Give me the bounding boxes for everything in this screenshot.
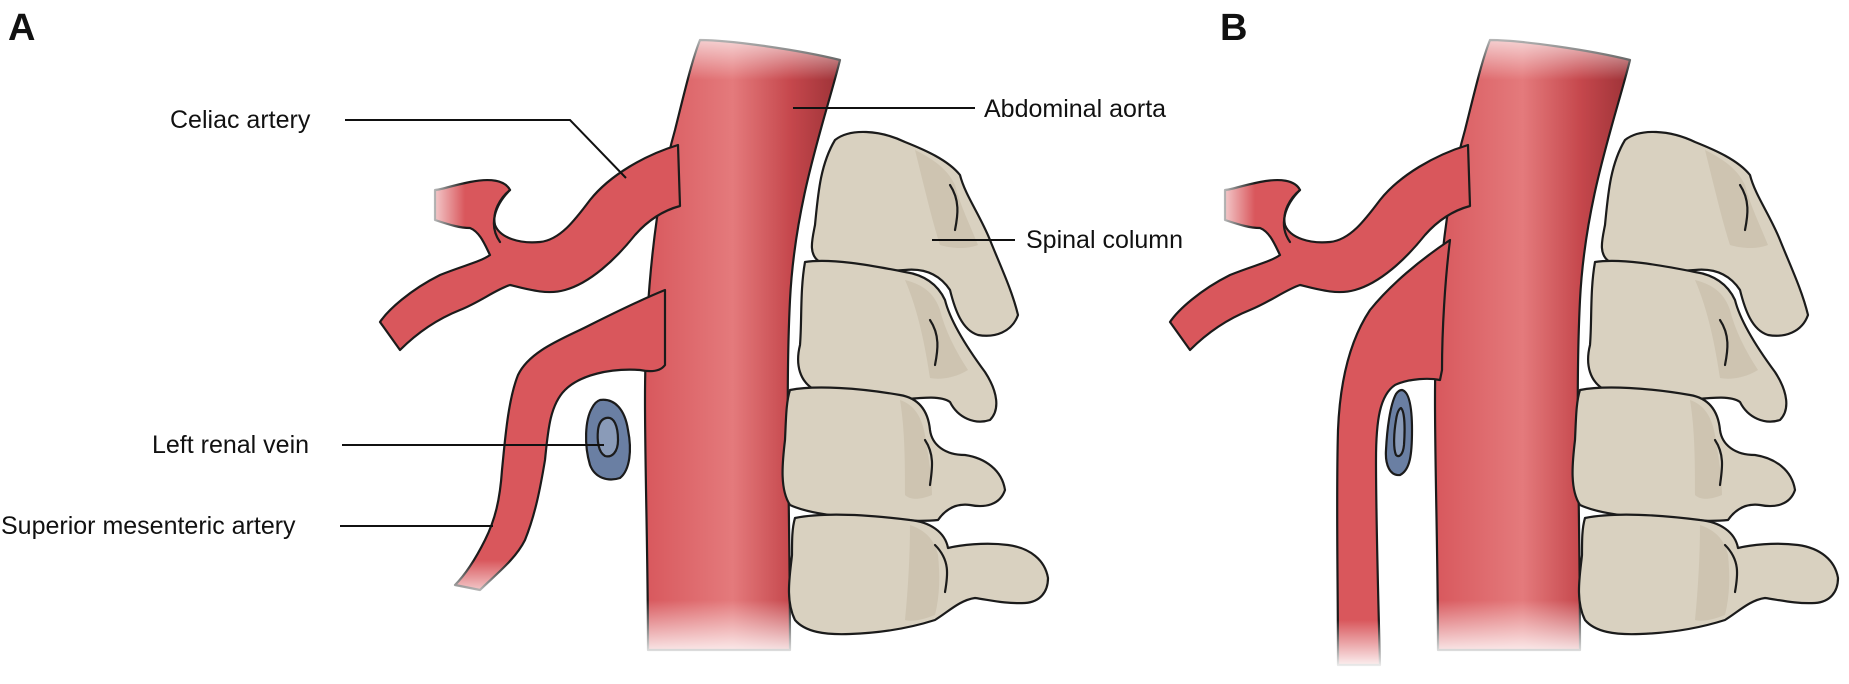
panel-b: B: [1168, 7, 1840, 670]
panel-letter-a: A: [8, 7, 35, 49]
label-celiac-artery: Celiac artery: [170, 106, 311, 134]
leader-celiac-artery: [345, 119, 627, 179]
left-renal-vein-lumen: [596, 416, 620, 458]
panel-a: A Celiac artery Abdominal aorta Spinal c…: [1, 7, 1183, 660]
spinal-column-b: [1571, 130, 1840, 636]
spinal-column: [781, 130, 1050, 636]
label-superior-mesenteric-artery: Superior mesenteric artery: [1, 512, 296, 540]
label-abdominal-aorta: Abdominal aorta: [984, 95, 1166, 123]
label-left-renal-vein: Left renal vein: [152, 431, 309, 459]
left-renal-vein-lumen-compressed: [1393, 406, 1406, 458]
panel-letter-b: B: [1220, 7, 1247, 49]
superior-mesenteric-artery: [453, 288, 667, 592]
label-spinal-column: Spinal column: [1026, 226, 1183, 254]
